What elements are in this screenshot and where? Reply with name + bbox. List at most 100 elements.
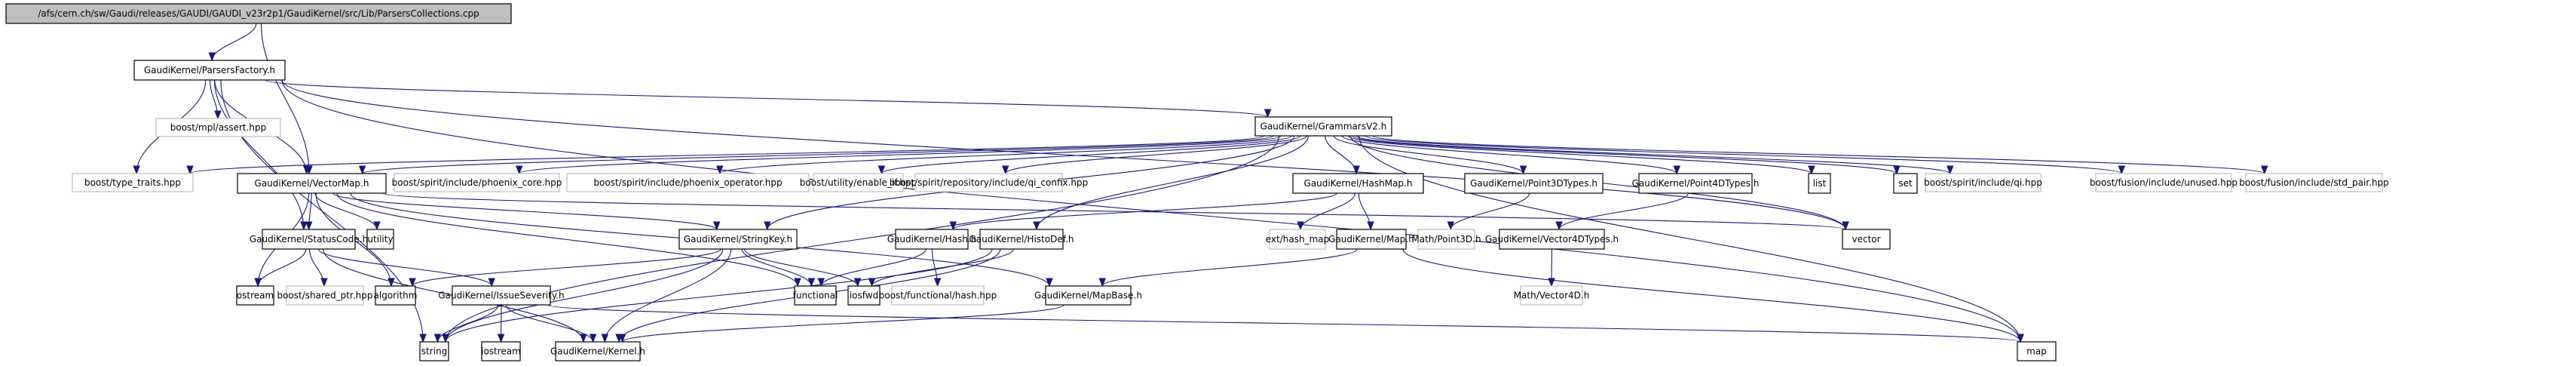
arrowhead-icon xyxy=(807,278,816,288)
node-vector4dtypes[interactable]: GaudiKernel/Vector4DTypes.h xyxy=(1485,229,1619,250)
node-label: GaudiKernel/Point3DTypes.h xyxy=(1470,178,1597,189)
node-ostream[interactable]: ostream xyxy=(236,285,274,306)
node-map[interactable]: GaudiKernel/Map.h xyxy=(1328,229,1414,250)
node-label: boost/fusion/include/std_pair.hpp xyxy=(2239,177,2389,188)
node-label: string xyxy=(421,346,447,357)
arrowhead-icon xyxy=(589,334,597,343)
node-box xyxy=(72,173,194,192)
edge-line xyxy=(547,304,2021,343)
node-hash-map[interactable]: ext/hash_map xyxy=(1266,229,1330,250)
edge-line xyxy=(1341,135,1677,174)
node-box xyxy=(1292,173,1424,194)
node-statuscode[interactable]: GaudiKernel/StatusCode.h xyxy=(250,229,368,250)
node-functional[interactable]: functional xyxy=(793,285,838,306)
node-stringkey[interactable]: GaudiKernel/StringKey.h xyxy=(678,229,798,250)
node-functional-hash[interactable]: boost/functional/hash.hpp xyxy=(879,285,997,306)
arrowhead-icon xyxy=(1046,278,1053,288)
node-mapbase[interactable]: GaudiKernel/MapBase.h xyxy=(1034,285,1142,306)
node-map[interactable]: map xyxy=(2017,341,2057,361)
edge-line xyxy=(1352,135,1898,174)
node-set[interactable]: set xyxy=(1893,173,1918,194)
node-vector4d[interactable]: Math/Vector4D.h xyxy=(1514,285,1590,306)
arrowhead-icon xyxy=(1555,221,1563,231)
node-hash[interactable]: GaudiKernel/Hash.h xyxy=(887,229,977,250)
arrowhead-icon xyxy=(1548,278,1555,288)
arrowhead-icon xyxy=(1352,165,1360,175)
node-type-traits[interactable]: boost/type_traits.hpp xyxy=(72,173,194,192)
edge-grammarsv2-to-qi xyxy=(1355,135,1954,175)
node-unused[interactable]: boost/fusion/include/unused.hpp xyxy=(2090,173,2238,192)
node-root[interactable]: /afs/cern.ch/sw/Gaudi/releases/GAUDI/GAU… xyxy=(5,3,512,24)
node-box xyxy=(1045,285,1132,306)
node-qi[interactable]: boost/spirit/include/qi.hpp xyxy=(1924,173,2042,192)
edge-line xyxy=(265,79,1269,118)
node-issueseverity[interactable]: GaudiKernel/IssueSeverity.h xyxy=(438,285,565,306)
arrowhead-icon xyxy=(133,165,140,175)
node-mpl-assert[interactable]: boost/mpl/assert.hpp xyxy=(155,118,281,137)
node-vectormap[interactable]: GaudiKernel/VectorMap.h xyxy=(237,173,387,194)
node-grammarsv2[interactable]: GaudiKernel/GrammarsV2.h xyxy=(1254,116,1392,137)
edge-line xyxy=(412,248,721,287)
arrowhead-icon xyxy=(300,221,308,231)
edge-line xyxy=(445,248,993,343)
node-point4dtypes[interactable]: GaudiKernel/Point4DTypes.h xyxy=(1632,173,1760,194)
node-qi-confix[interactable]: boost/spirit/repository/include/qi_confi… xyxy=(890,173,1089,192)
edge-line xyxy=(317,248,492,287)
arrowhead-icon xyxy=(1098,278,1107,288)
edge-grammarsv2-to-list xyxy=(1347,135,1815,175)
node-enable-if[interactable]: boost/utility/enable_if.hpp xyxy=(800,173,917,192)
node-box xyxy=(914,173,1063,192)
node-utility[interactable]: utility xyxy=(366,229,394,250)
edge-issueseverity-to-string xyxy=(433,304,499,343)
arrowhead-icon xyxy=(373,221,381,231)
node-string[interactable]: string xyxy=(419,341,449,361)
node-box xyxy=(1464,173,1603,194)
edge-line xyxy=(1372,135,2265,174)
edge-hashmap-to-hash xyxy=(949,192,1337,231)
node-hashmap[interactable]: GaudiKernel/HashMap.h xyxy=(1292,173,1424,194)
node-label: GaudiKernel/Point4DTypes.h xyxy=(1632,178,1760,189)
node-parsersfactory[interactable]: GaudiKernel/ParsersFactory.h xyxy=(133,60,286,81)
node-box xyxy=(1638,173,1753,194)
node-shared-ptr[interactable]: boost/shared_ptr.hpp xyxy=(277,285,373,306)
node-phoenix-operator[interactable]: boost/spirit/include/phoenix_operator.hp… xyxy=(566,173,810,192)
edge-line xyxy=(743,248,859,287)
edge-line xyxy=(952,192,1337,230)
node-algorithm[interactable]: algorithm xyxy=(374,285,418,306)
node-label: iosfwd xyxy=(850,291,878,301)
node-label: GaudiKernel/VectorMap.h xyxy=(255,178,369,189)
arrowhead-icon xyxy=(817,278,825,288)
edge-line xyxy=(1300,192,1356,230)
edge-line xyxy=(1450,192,1530,230)
node-vector[interactable]: vector xyxy=(1842,229,1891,250)
node-point3dtypes[interactable]: GaudiKernel/Point3DTypes.h xyxy=(1464,173,1603,194)
arrowhead-icon xyxy=(580,334,587,343)
node-std-pair[interactable]: boost/fusion/include/std_pair.hpp xyxy=(2239,173,2389,192)
edge-vectormap-to-functional xyxy=(336,192,801,288)
node-box xyxy=(286,285,364,306)
arrowhead-icon xyxy=(2017,334,2024,343)
node-kernel[interactable]: GaudiKernel/Kernel.h xyxy=(550,341,645,361)
node-point3d[interactable]: Math/Point3D.h xyxy=(1411,229,1481,250)
edge-statuscode-to-ostream xyxy=(254,248,307,288)
node-phoenix-core[interactable]: boost/spirit/include/phoenix_core.hpp xyxy=(392,173,562,192)
edge-line xyxy=(211,23,257,61)
node-histodef[interactable]: GaudiKernel/HistoDef.h xyxy=(969,229,1074,250)
edge-line xyxy=(314,192,378,230)
node-box xyxy=(481,341,521,361)
node-label: boost/utility/enable_if.hpp xyxy=(800,177,917,188)
node-list[interactable]: list xyxy=(1808,173,1831,194)
node-iostream[interactable]: iostream xyxy=(481,341,521,361)
edge-grammarsv2-to-phoenix-core xyxy=(515,135,1282,175)
arrowhead-icon xyxy=(949,221,957,231)
edge-line xyxy=(362,135,1273,174)
arrowhead-icon xyxy=(1001,165,1009,175)
node-box xyxy=(419,341,449,361)
edge-line xyxy=(519,135,1282,174)
edge-grammarsv2-to-phoenix-operator xyxy=(715,135,1292,175)
arrowhead-icon xyxy=(712,221,721,231)
node-iosfwd[interactable]: iosfwd xyxy=(847,285,881,306)
edge-line xyxy=(260,23,310,174)
arrowhead-icon xyxy=(358,165,366,175)
arrowhead-icon xyxy=(2261,165,2268,175)
